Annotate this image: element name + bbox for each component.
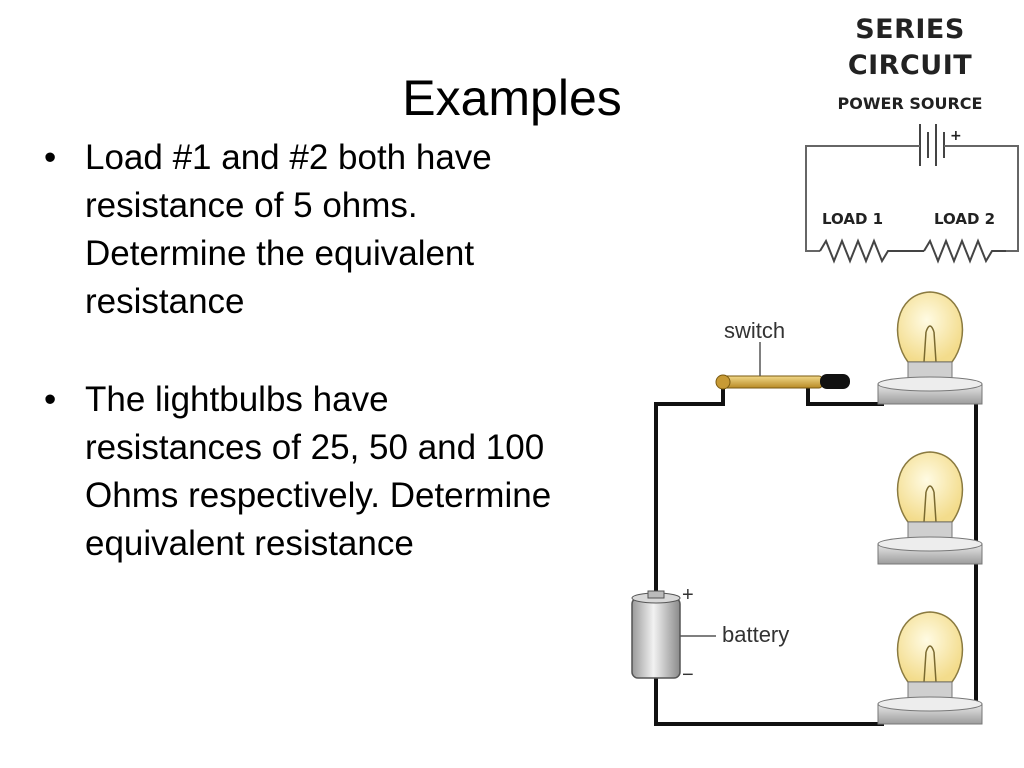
lightbulb-icon [877, 611, 983, 725]
battery-plus-label: + [682, 584, 694, 606]
series-circuit-diagram: SERIES CIRCUIT POWER SOURCE + LOAD 1 LOA… [796, 6, 1024, 264]
bullet-text: The lightbulbs have resistances of 25, 5… [85, 380, 552, 563]
switch-label: switch [724, 318, 786, 343]
battery-minus-label: − [682, 664, 694, 686]
bullet-list: • Load #1 and #2 both have resistance of… [40, 134, 560, 618]
switch-icon [715, 342, 850, 390]
wire-bottom [654, 672, 884, 726]
lightbulb-icon [877, 451, 983, 565]
battery-label: battery [722, 622, 790, 647]
bullet-text: Load #1 and #2 both have resistance of 5… [85, 138, 492, 321]
wire-left [654, 384, 725, 598]
lightbulb-icon [877, 291, 983, 405]
bullet-item: • Load #1 and #2 both have resistance of… [40, 134, 560, 326]
load-2-label: LOAD 2 [934, 210, 996, 228]
wire-switch-to-bulb [806, 384, 884, 406]
series-circuit-wires [805, 124, 1019, 264]
battery-icon [631, 590, 716, 679]
resistor-2-icon [923, 238, 1006, 264]
series-diagram-title-1: SERIES [855, 14, 965, 45]
load-1-label: LOAD 1 [822, 210, 884, 228]
bullet-item: • The lightbulbs have resistances of 25,… [40, 376, 560, 568]
series-diagram-title-2: CIRCUIT [847, 50, 973, 81]
bullet-dot-icon: • [44, 380, 57, 419]
bullet-dot-icon: • [44, 138, 57, 177]
circuit-drawing [631, 291, 983, 726]
battery-plus-label: + [950, 128, 962, 144]
power-source-label: POWER SOURCE [837, 94, 983, 113]
lightbulb-circuit-diagram: switch battery + − [620, 280, 1020, 740]
resistor-1-icon [819, 238, 924, 264]
slide-title: Examples [402, 70, 622, 126]
